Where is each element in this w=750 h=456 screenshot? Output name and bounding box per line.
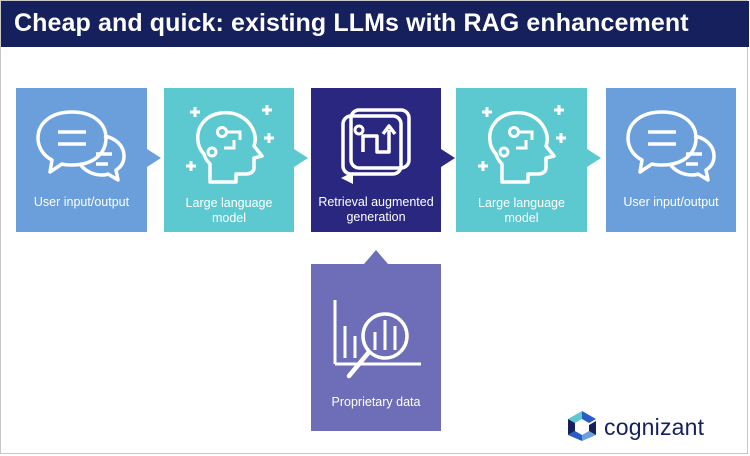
chat-bubbles-icon <box>626 110 716 182</box>
rag-label: Retrieval augmented generation <box>311 195 441 225</box>
chat-bubbles-icon <box>36 110 126 182</box>
rag-box: Retrieval augmented generation <box>311 88 441 232</box>
llm-label-1: Large language model <box>164 196 294 226</box>
ai-head-icon <box>478 105 566 184</box>
proprietary-data-box: Proprietary data <box>311 264 441 431</box>
proprietary-data-label: Proprietary data <box>331 395 421 409</box>
diagram-title: Cheap and quick: existing LLMs with RAG … <box>14 9 689 37</box>
title-bar: Cheap and quick: existing LLMs with RAG … <box>1 1 749 47</box>
llm-label-1-line1: Large language <box>185 196 273 210</box>
rag-label-line1: Retrieval augmented <box>318 195 434 209</box>
user-input-box-1: User input/output <box>16 88 147 232</box>
user-input-box-2: User input/output <box>606 88 736 232</box>
flow-arrow-4 <box>587 149 601 167</box>
rag-label-line2: generation <box>346 210 406 224</box>
llm-label-2-line1: Large language <box>478 196 565 210</box>
llm-box-2: Large language model <box>456 88 587 232</box>
retrieval-loop-icon <box>341 108 411 184</box>
llm-label-2: Large language model <box>456 196 587 226</box>
flow-arrow-1 <box>147 149 161 167</box>
llm-label-1-line2: model <box>211 211 247 225</box>
data-analysis-icon <box>333 300 421 379</box>
flow-arrow-3 <box>441 149 455 167</box>
flow-arrow-2 <box>294 149 308 167</box>
user-input-label-2: User input/output <box>623 195 719 209</box>
ai-head-icon <box>186 105 274 184</box>
flow-arrow-up <box>364 250 388 264</box>
user-input-label-1: User input/output <box>33 195 130 209</box>
cognizant-logo-icon <box>568 411 596 441</box>
llm-box-1: Large language model <box>164 88 294 232</box>
llm-label-2-line2: model <box>504 211 539 225</box>
cognizant-logo-text: cognizant <box>604 414 705 440</box>
